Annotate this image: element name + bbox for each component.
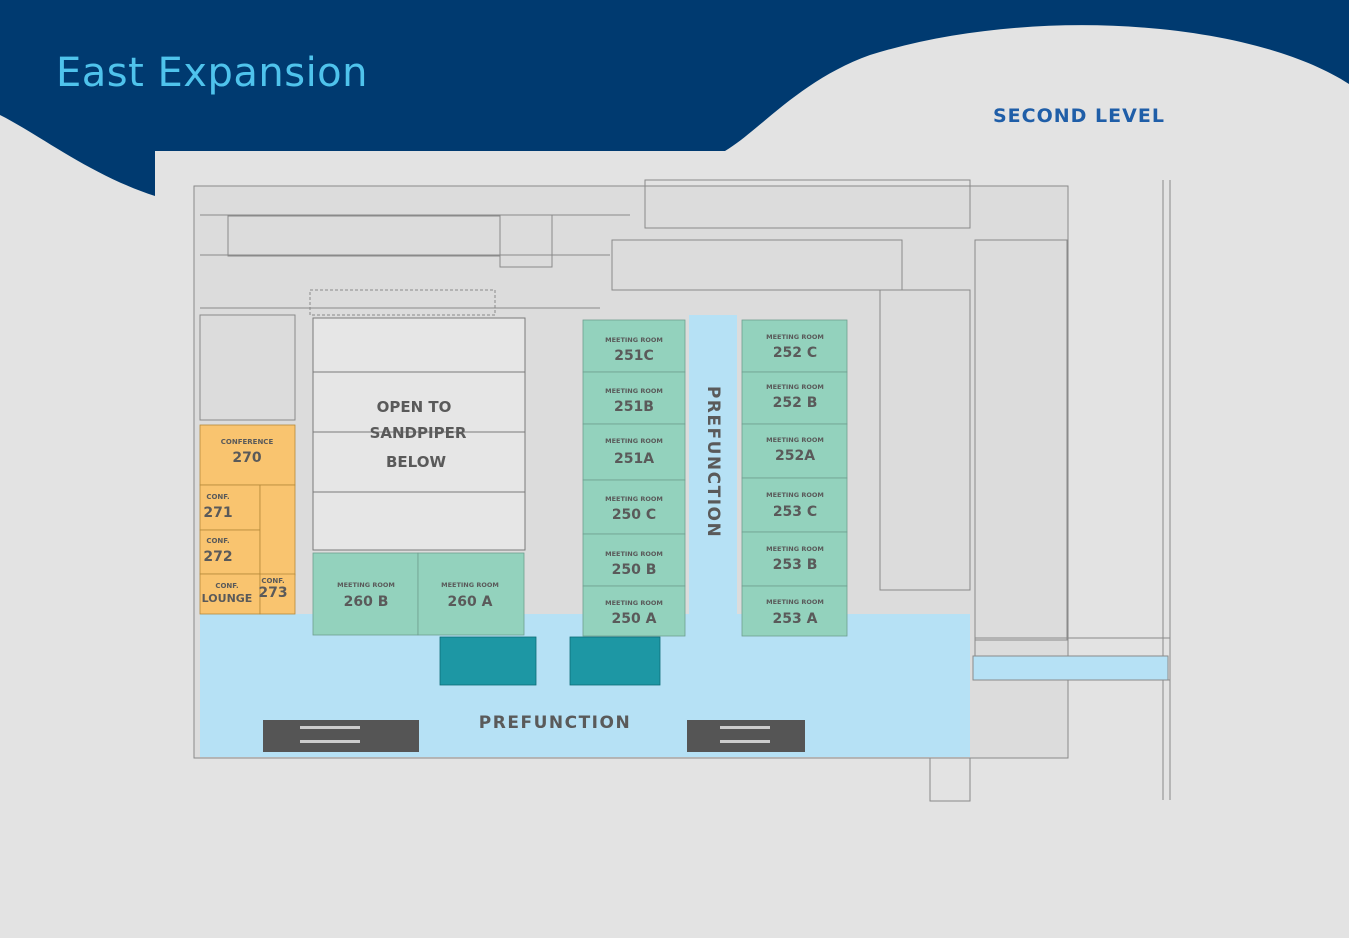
conf-273-number: 273 xyxy=(258,585,287,601)
room-253b-type: MEETING ROOM xyxy=(766,545,824,553)
room-260a-type: MEETING ROOM xyxy=(441,581,499,589)
open-area-line-2: SANDPIPER xyxy=(370,424,467,442)
room-251b-type: MEETING ROOM xyxy=(605,387,663,395)
conf-271-label: CONF. xyxy=(206,493,229,501)
room-251c-number: 251C xyxy=(614,348,654,364)
conference-areas xyxy=(199,424,296,615)
room-251c-type: MEETING ROOM xyxy=(605,336,663,344)
conf-270-label: CONFERENCE xyxy=(221,438,274,446)
room-250b-number: 250 B xyxy=(612,562,657,578)
prefunction-vertical-label: PREFUNCTION xyxy=(703,386,723,538)
room-253a-number: 253 A xyxy=(773,611,818,627)
room-253a-type: MEETING ROOM xyxy=(766,598,824,606)
room-250a-number: 250 A xyxy=(612,611,657,627)
room-253b-number: 253 B xyxy=(773,557,818,573)
conf-272-number: 272 xyxy=(203,549,232,565)
room-253c-type: MEETING ROOM xyxy=(766,491,824,499)
room-252c-number: 252 C xyxy=(773,345,817,361)
conf-lounge-name: LOUNGE xyxy=(202,592,253,605)
conf-273-label: CONF. xyxy=(261,577,284,585)
level-label: SECOND LEVEL xyxy=(993,105,1165,127)
room-252b-number: 252 B xyxy=(773,395,818,411)
meeting-rooms xyxy=(312,319,848,637)
restrooms xyxy=(439,636,661,686)
conf-270-number: 270 xyxy=(232,450,261,466)
room-251b-number: 251B xyxy=(614,399,654,415)
open-area xyxy=(312,317,526,551)
conf-272-label: CONF. xyxy=(206,537,229,545)
room-252a-type: MEETING ROOM xyxy=(766,436,824,444)
escalators xyxy=(263,720,805,752)
conf-271-number: 271 xyxy=(203,505,232,521)
room-250a-type: MEETING ROOM xyxy=(605,599,663,607)
room-252c-type: MEETING ROOM xyxy=(766,333,824,341)
room-251a-type: MEETING ROOM xyxy=(605,437,663,445)
room-260a-number: 260 A xyxy=(448,594,493,610)
prefunction-main-label: PREFUNCTION xyxy=(479,713,631,733)
room-252a-number: 252A xyxy=(775,448,815,464)
room-252b-type: MEETING ROOM xyxy=(766,383,824,391)
room-250b-type: MEETING ROOM xyxy=(605,550,663,558)
room-260b-number: 260 B xyxy=(344,594,389,610)
conf-lounge-label: CONF. xyxy=(215,582,238,590)
room-250c-type: MEETING ROOM xyxy=(605,495,663,503)
room-260b-type: MEETING ROOM xyxy=(337,581,395,589)
room-250c-number: 250 C xyxy=(612,507,656,523)
room-253c-number: 253 C xyxy=(773,504,817,520)
open-area-line-1: OPEN TO xyxy=(377,398,452,416)
open-area-line-3: BELOW xyxy=(386,453,446,471)
room-251a-number: 251A xyxy=(614,451,654,467)
page-title: East Expansion xyxy=(56,50,368,96)
